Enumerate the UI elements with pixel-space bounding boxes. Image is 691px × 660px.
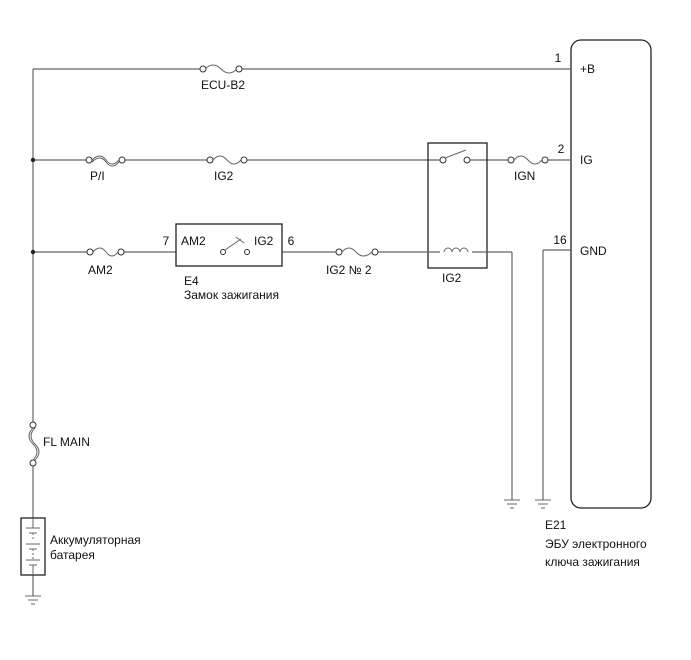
- switch-pin-in-label: AM2: [181, 234, 206, 248]
- ecu-pin-number: 1: [555, 51, 562, 65]
- fuse-label-p-i: P/I: [90, 169, 105, 183]
- ignition-switch-box: [175, 223, 283, 267]
- ecu-pin-number: 16: [553, 233, 567, 247]
- fuse-ig2: [206, 155, 248, 165]
- battery-icon: [26, 518, 40, 575]
- fuse-label-ig2: IG2: [214, 169, 234, 183]
- fuse-label-ign: IGN: [514, 169, 535, 183]
- relay-contact: [439, 149, 471, 164]
- switch-code: E4: [184, 274, 199, 288]
- switch-pin-out-label: IG2: [254, 234, 274, 248]
- relay-label: IG2: [442, 271, 462, 285]
- ecu-pin-label: IG: [580, 153, 593, 167]
- fuse-am2: [86, 247, 125, 257]
- switch-pin-out-number: 6: [288, 234, 295, 248]
- fuse-label-ecu-b2: ECU-B2: [201, 78, 245, 92]
- fuse-p-i: [85, 155, 126, 167]
- battery-label-line1: Аккумуляторная: [50, 533, 141, 547]
- junction-dot: [30, 157, 36, 163]
- ground-icon: [25, 595, 41, 605]
- ecu-pin-label: +B: [580, 62, 595, 76]
- fuse-label-ig2-no2: IG2 № 2: [326, 263, 372, 277]
- switch-name: Замок зажигания: [184, 288, 279, 302]
- ecu-name-line1: ЭБУ электронного: [545, 537, 647, 551]
- ignition-switch-contact: [220, 236, 250, 255]
- ground-icon: [535, 499, 551, 509]
- battery-label-line2: батарея: [50, 548, 95, 562]
- fuse-ign: [507, 155, 549, 165]
- relay-coil: [443, 247, 469, 253]
- ecu-pin-number: 2: [558, 142, 565, 156]
- junction-dot: [30, 249, 36, 255]
- ground-icon: [504, 499, 520, 509]
- ecu-e21-block: [570, 39, 652, 509]
- fuse-ig2-no2: [335, 247, 379, 257]
- fuse-label-fl-main: FL MAIN: [43, 435, 90, 449]
- fuse-ecu-b2: [199, 64, 243, 74]
- relay-ig2-box: [427, 142, 488, 269]
- ecu-name-line2: ключа зажигания: [545, 555, 640, 569]
- fusible-link-fl-main: [28, 421, 40, 467]
- fuse-label-am2: AM2: [88, 263, 113, 277]
- switch-pin-in-number: 7: [163, 234, 170, 248]
- ecu-code: E21: [545, 518, 567, 532]
- ecu-pin-label: GND: [580, 244, 607, 258]
